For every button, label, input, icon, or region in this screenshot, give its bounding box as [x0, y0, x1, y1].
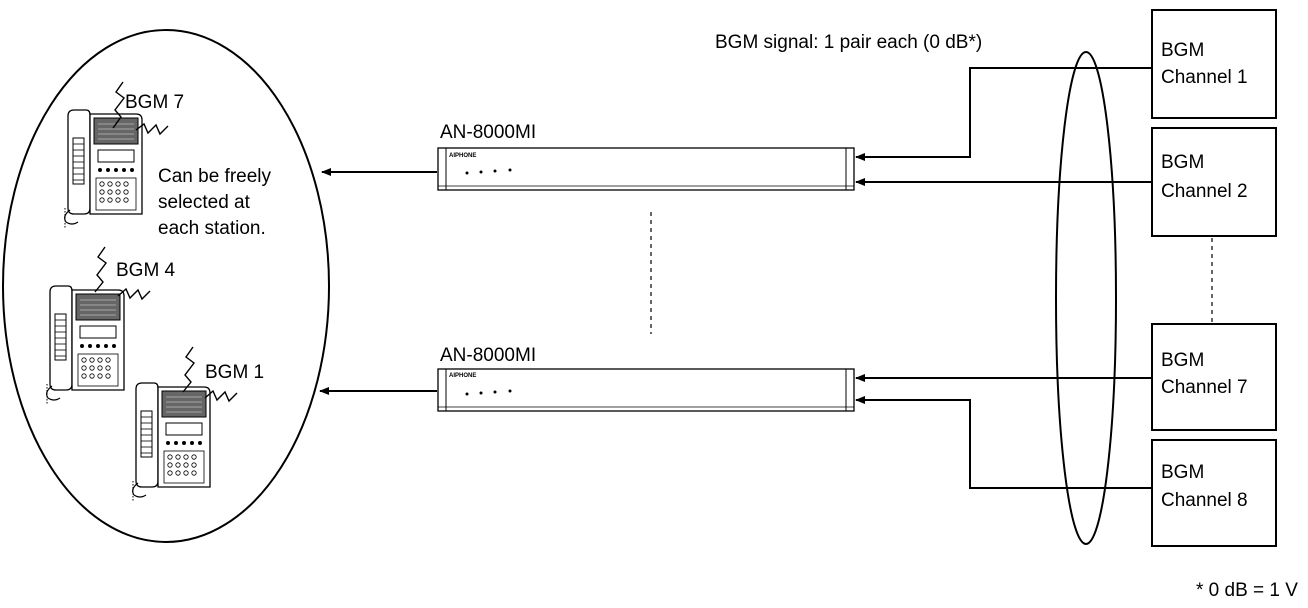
signal-zigzag-bgm-1: [182, 346, 195, 393]
stations-note-line-1: Can be freely: [158, 166, 272, 187]
interface-device-1: AIPHONE: [437, 147, 855, 191]
channel-2-line-2: Channel 2: [1161, 181, 1248, 202]
station-label-bgm-1: BGM 1: [205, 362, 264, 383]
interface-brand-1: AIPHONE: [449, 153, 476, 159]
station-phone-bgm-1: [132, 382, 211, 502]
signal-zigzag-bgm-7: [112, 81, 125, 129]
signal-zigzag-bgm-4: [94, 246, 107, 293]
channel-7-line-2: Channel 7: [1161, 377, 1248, 398]
channel-7-line-1: BGM: [1161, 350, 1204, 371]
stations-note-line-2: selected at: [158, 192, 251, 213]
interface-brand-2: AIPHONE: [449, 373, 476, 379]
stations-note: Can be freely selected at each station.: [158, 166, 276, 239]
station-label-bgm-7: BGM 7: [125, 92, 184, 113]
interface-unit-1: AN-8000MI AIPHONE: [321, 122, 855, 191]
bgm-channel-7: BGM Channel 7: [1151, 323, 1277, 431]
channel-box-8: [1151, 439, 1277, 547]
station-phone-bgm-7: [64, 109, 143, 229]
channel-box-7: [1151, 323, 1277, 431]
cable-bundle-ellipse: [1055, 51, 1117, 545]
bgm-channel-1: BGM Channel 1: [1151, 9, 1277, 119]
interface-model-label-2: AN-8000MI: [440, 345, 536, 366]
channel-1-line-1: BGM: [1161, 40, 1204, 61]
bgm-channel-8: BGM Channel 8: [1151, 439, 1277, 547]
stations-ellipse: [2, 29, 330, 543]
channel-box-2: [1151, 127, 1277, 237]
channel-8-line-1: BGM: [1161, 462, 1204, 483]
bgm-channel-2: BGM Channel 2: [1151, 127, 1277, 237]
channel-8-line-2: Channel 8: [1161, 490, 1248, 511]
channel-2-line-1: BGM: [1161, 152, 1204, 173]
channel-box-1: [1151, 9, 1277, 119]
channel-1-line-2: Channel 1: [1161, 67, 1248, 88]
signal-zigzag-bgm-4-side: [117, 287, 151, 301]
stations-group: BGM 7 BGM 4 BGM 1 Can be freely selected…: [2, 29, 330, 543]
station-label-bgm-4: BGM 4: [116, 260, 176, 281]
signal-zigzag-bgm-7-side: [135, 122, 169, 136]
signal-label: BGM signal: 1 pair each (0 dB*): [715, 32, 982, 53]
wire-channel-8: [855, 396, 1152, 489]
signal-wiring: BGM signal: 1 pair each (0 dB*): [715, 32, 1152, 545]
interface-device-2: AIPHONE: [437, 368, 855, 412]
station-phone-bgm-4: [46, 285, 125, 405]
interface-unit-2: AN-8000MI AIPHONE: [319, 345, 855, 412]
wire-channel-1: [855, 67, 1152, 161]
stations-note-line-3: each station.: [158, 218, 266, 239]
footnote: * 0 dB = 1 V: [1196, 580, 1298, 601]
interface-model-label-1: AN-8000MI: [440, 122, 536, 143]
signal-zigzag-bgm-1-side: [204, 389, 238, 403]
